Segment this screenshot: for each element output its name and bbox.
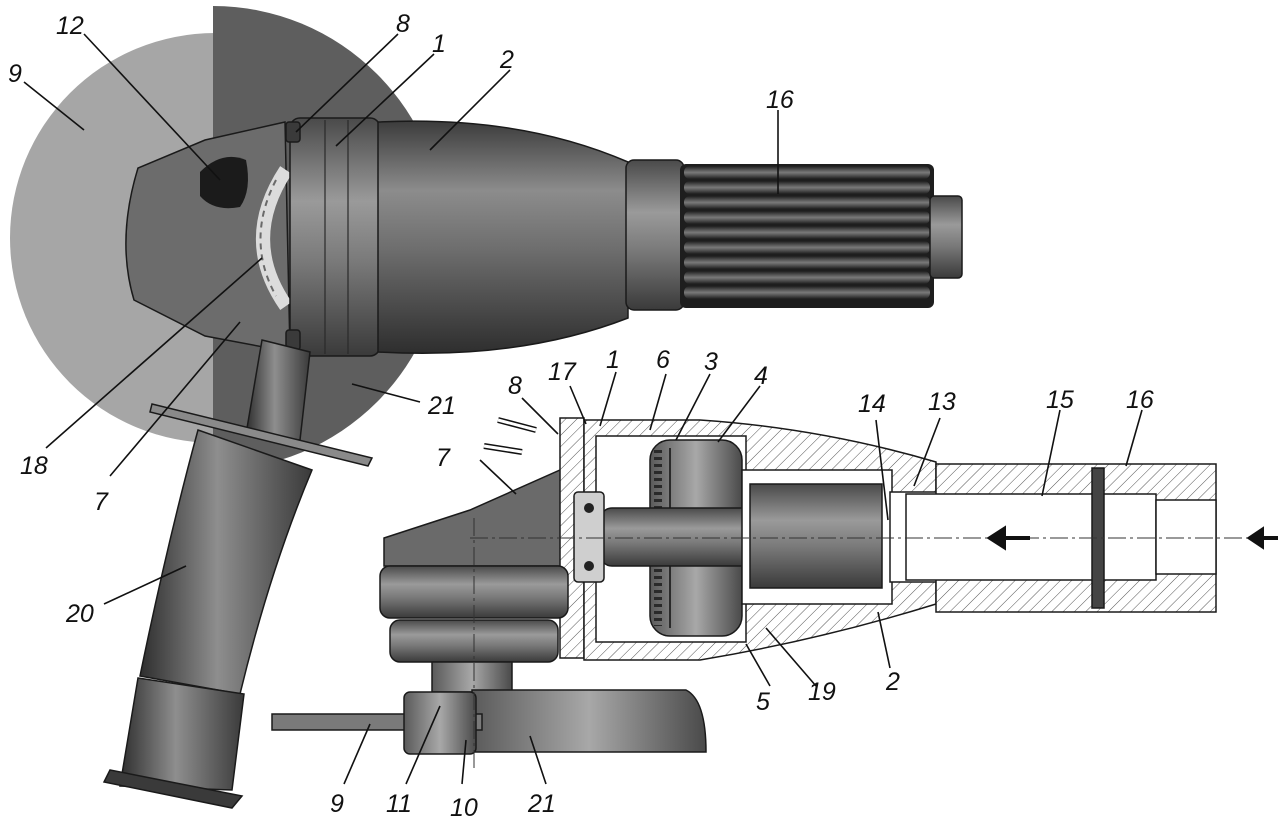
label-sec-13: 13 [928,388,956,416]
top-view [10,6,963,809]
guard-bottom [471,689,707,753]
handle-guard-plate [149,403,374,467]
front-bearing [573,491,605,583]
side-handle-end [119,677,245,791]
label-top-2: 2 [499,46,514,74]
label-bot-10: 10 [450,794,478,822]
label-bot-9: 9 [330,790,344,818]
air-inlet-stub-top [929,195,963,279]
motor-housing-top [377,120,629,355]
label-sec-3: 3 [704,348,718,376]
spindle-lock-button [200,156,248,209]
leader-lines [23,33,1143,785]
label-top-21: 21 [427,392,456,420]
label-sec-8: 8 [508,372,522,400]
label-bot-11: 11 [386,790,412,818]
gear-head-section [383,469,581,567]
bottom-assembly [271,518,707,772]
spindle-neck [431,661,513,693]
flange-ring-top [289,117,381,357]
label-top-7: 7 [94,488,109,516]
label-sec-1: 1 [606,346,620,374]
screw-top-upper [285,121,301,143]
label-sec-15: 15 [1046,386,1074,414]
label-bot-21: 21 [527,790,556,818]
label-sec-19: 19 [808,678,836,706]
label-sec-5: 5 [756,688,770,716]
label-sec-6: 6 [656,346,670,374]
label-sec-4: 4 [754,362,768,390]
side-handle-grip [139,429,313,695]
label-top-1: 1 [432,30,446,58]
ribbed-cuff-top [680,164,934,308]
label-sec-7: 7 [436,444,451,472]
air-flow-arrow [986,525,1030,551]
label-top-16: 16 [766,86,794,114]
label-sec-2: 2 [885,668,900,696]
label-top-8: 8 [396,10,410,38]
label-sec-14: 14 [858,390,886,418]
label-sec-17: 17 [548,358,577,386]
flange-nut [403,691,477,755]
housing-neck-top [625,159,685,311]
vent-grille-top [256,166,292,310]
section-view [383,417,1278,661]
gear-head-top [125,121,291,353]
callout-labels: 9 12 8 1 2 16 21 18 7 20 8 17 1 6 3 4 14… [8,10,1154,822]
label-top-12: 12 [56,12,84,40]
label-top-20: 20 [65,600,94,628]
label-top-9: 9 [8,60,22,88]
side-handle-cap [102,769,244,809]
label-top-18: 18 [20,452,48,480]
air-inlet-arrow [1246,526,1278,550]
label-sec-16: 16 [1126,386,1154,414]
